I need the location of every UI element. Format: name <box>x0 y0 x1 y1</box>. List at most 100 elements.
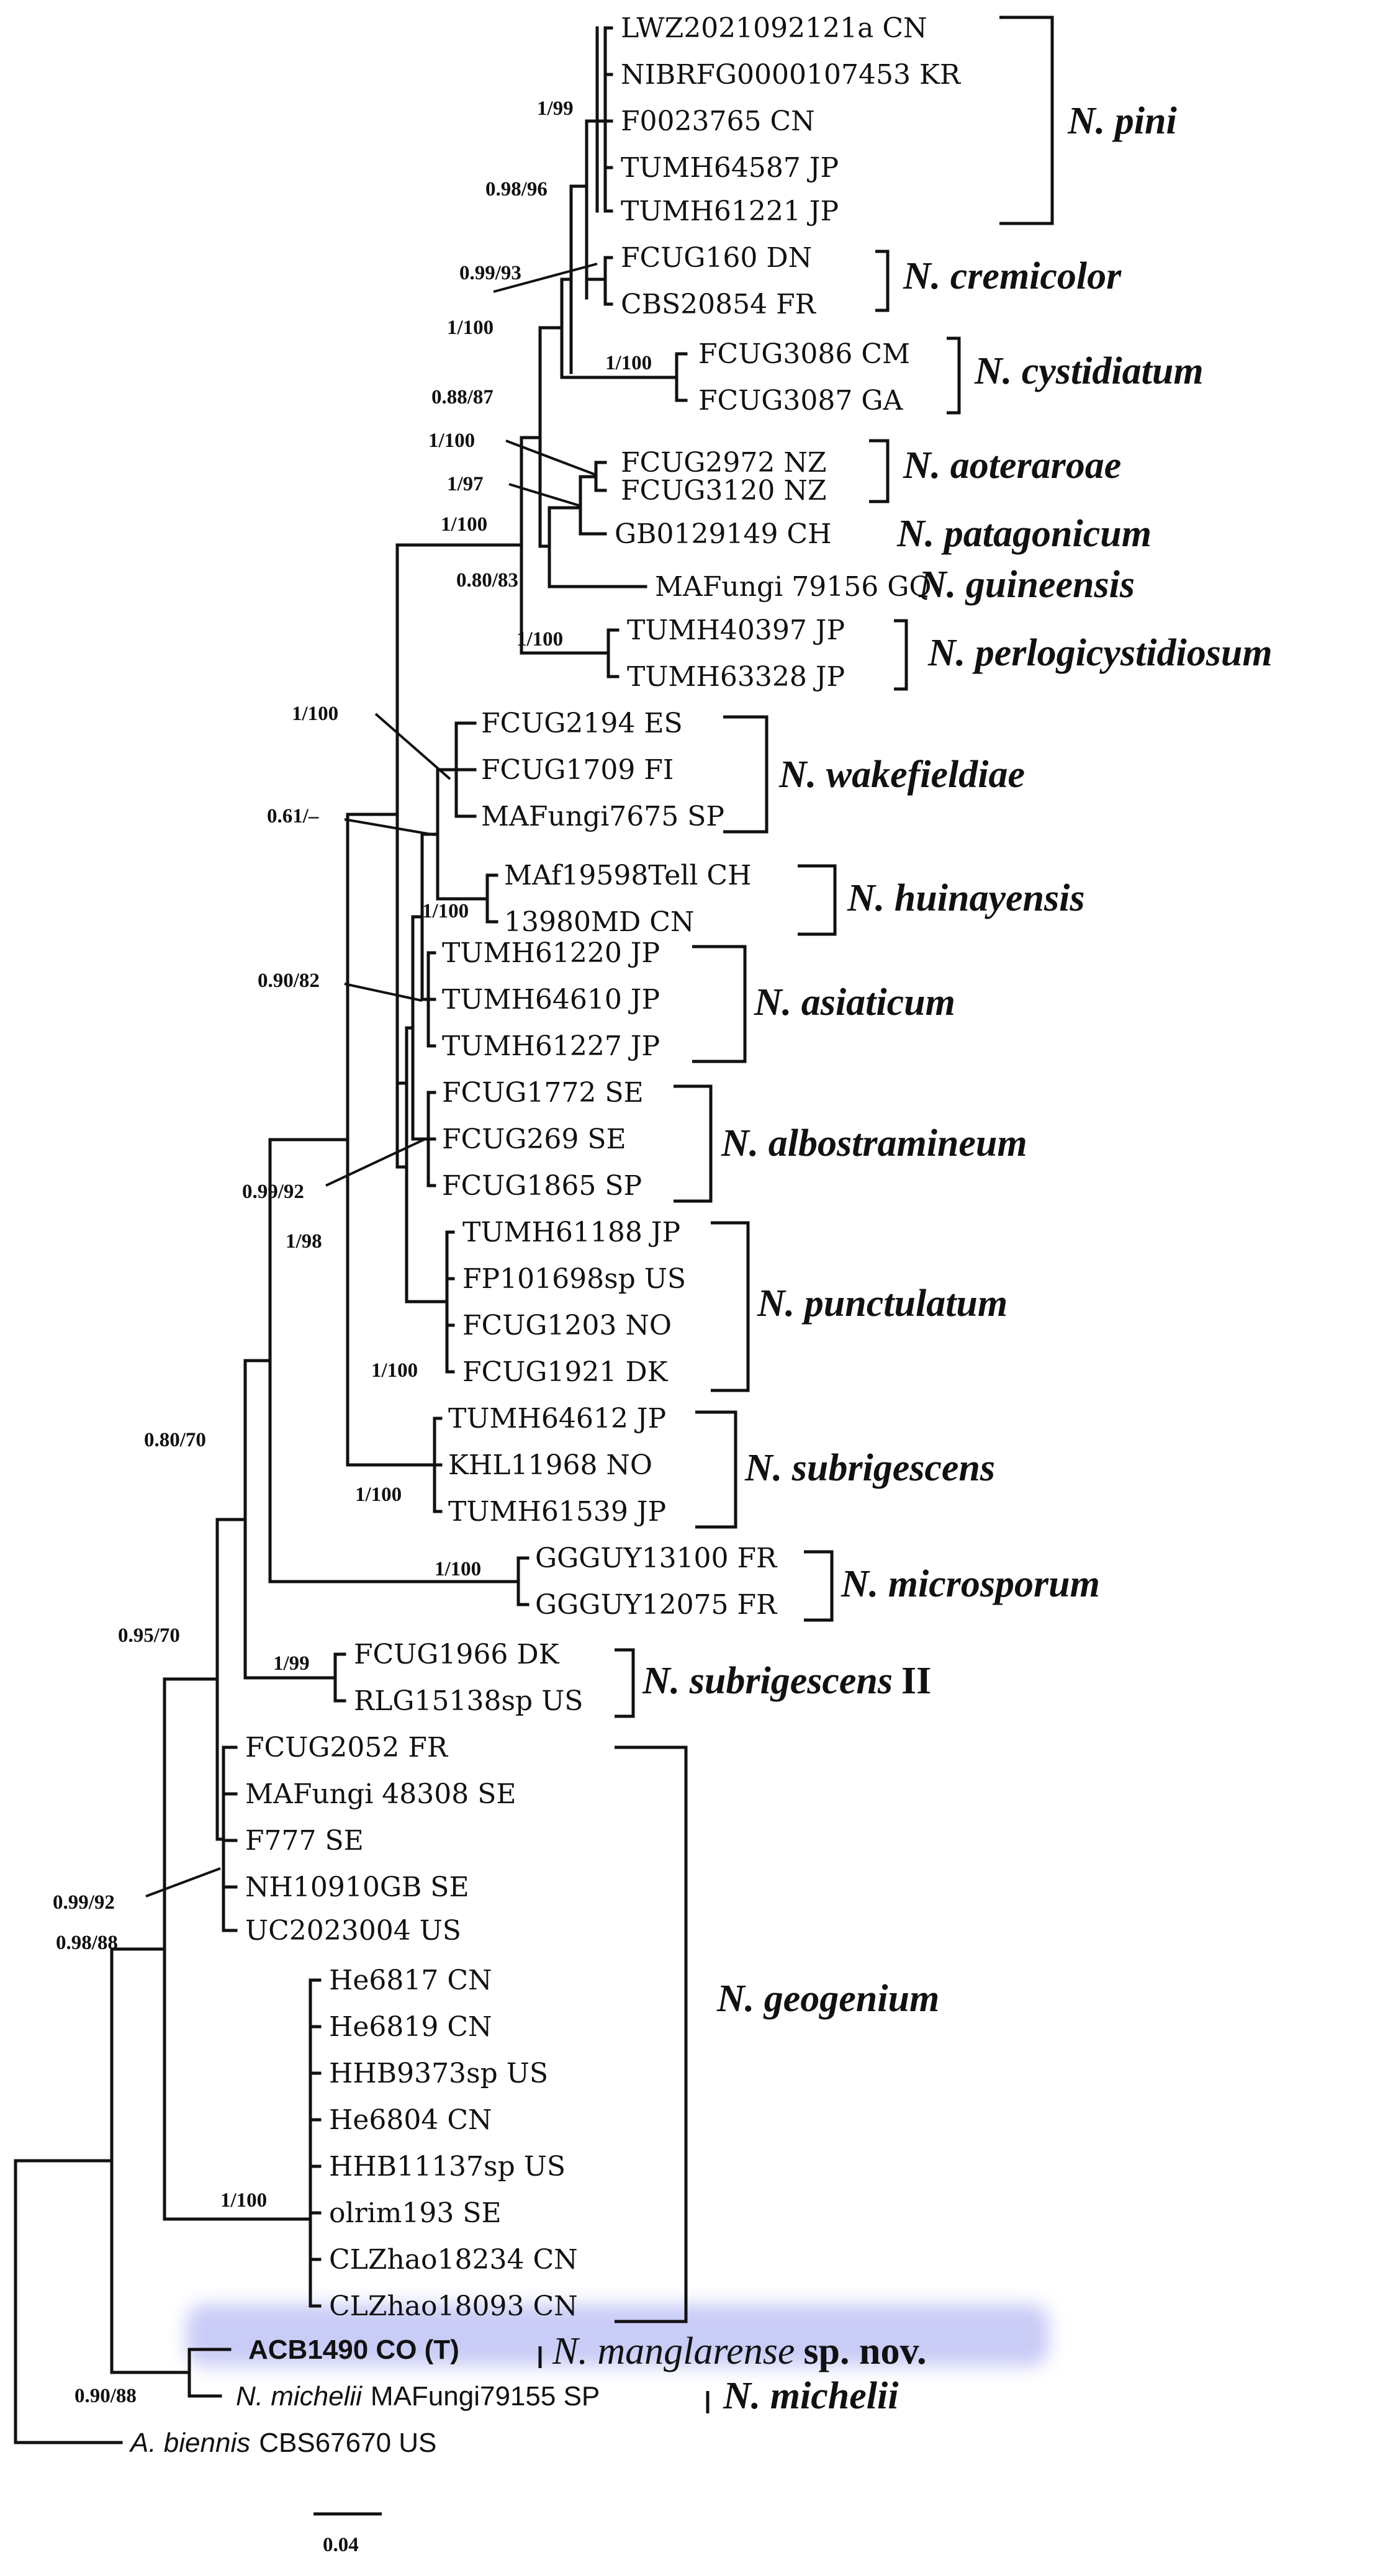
tip-label: TUMH61221 JP <box>621 196 839 227</box>
bracket-punctulatum <box>711 1221 750 1392</box>
tip-label: CLZhao18234 CN <box>329 2244 578 2276</box>
tip-label: MAFungi7675 SP <box>481 801 724 832</box>
tip-label: FCUG3087 GA <box>698 385 904 417</box>
support-value: 1/100 <box>428 430 475 452</box>
support-value: 1/98 <box>286 1230 322 1253</box>
species-label-aoteraroae: N. aoteraroae <box>903 444 1121 487</box>
support-value: 0.90/88 <box>74 2385 137 2407</box>
tip-label: FCUG1921 DK <box>462 1356 669 1388</box>
support-value: 0.90/82 <box>258 970 320 992</box>
tip-label: FCUG1709 FI <box>481 754 674 786</box>
support-value: 0.80/83 <box>456 569 518 592</box>
bracket-cremicolor <box>875 250 890 312</box>
species-label-michelii: N. michelii <box>723 2375 898 2417</box>
new-species-highlight <box>186 2304 1049 2366</box>
species-suffix: II <box>901 1660 931 1702</box>
scale-bar-label: 0.04 <box>323 2534 359 2556</box>
support-value: 0.99/93 <box>459 262 521 284</box>
tip-label: He6804 CN <box>329 2104 492 2136</box>
tip-label: FCUG1203 NO <box>462 1310 672 1341</box>
leader-line <box>493 263 598 293</box>
support-value: 1/100 <box>447 317 494 339</box>
bracket-geogenium <box>615 1745 688 2323</box>
bracket-subrigescens <box>695 1410 737 1529</box>
bracket-microsporum <box>804 1550 834 1622</box>
species-label-patagonicum: N. patagonicum <box>896 513 1152 555</box>
tip-label: NIBRFG0000107453 KR <box>621 59 962 91</box>
support-value: 1/100 <box>292 703 338 725</box>
tip-label: LWZ2021092121a CN <box>621 12 927 44</box>
bracket-asiaticum <box>692 945 747 1063</box>
tip-label: TUMH64587 JP <box>621 152 839 184</box>
tip-label: FCUG2972 NZ <box>621 447 826 479</box>
tip-label: FCUG3120 NZ <box>621 475 826 507</box>
species-label-geogenium: N. geogenium <box>716 1978 939 2020</box>
support-value: 1/100 <box>371 1359 418 1382</box>
support-value: 0.88/87 <box>431 386 494 408</box>
tip-genus: N. michelii <box>236 2381 363 2412</box>
tip-label: CBS20854 FR <box>621 289 817 320</box>
tip-label: FCUG269 SE <box>442 1124 626 1155</box>
tip-label: TUMH61188 JP <box>462 1217 680 1248</box>
species-suffix: sp. nov. <box>803 2330 926 2372</box>
tip-labels: LWZ2021092121a CN NIBRFG0000107453 KR F0… <box>128 12 962 2458</box>
clade-brackets <box>538 16 1054 2413</box>
support-value: 0.99/92 <box>53 1891 115 1914</box>
tip-label: GB0129149 CH <box>615 518 831 550</box>
support-value: 1/100 <box>422 900 469 922</box>
species-name: N. subrigescens <box>642 1660 893 1702</box>
support-value: 0.80/70 <box>144 1429 206 1451</box>
scale-bar: 0.04 <box>313 2512 382 2556</box>
species-name: N. manglarense <box>552 2330 795 2372</box>
support-value: 1/100 <box>355 1484 402 1506</box>
support-value: 0.98/88 <box>56 1932 118 1954</box>
bracket-subrigescens-ii <box>615 1648 635 1718</box>
tip-label: He6819 CN <box>329 2011 492 2043</box>
species-label-punctulatum: N. punctulatum <box>757 1282 1008 1325</box>
bracket-cystidiatum <box>947 336 961 415</box>
tip-label: FCUG1966 DK <box>354 1639 560 1670</box>
tip-label: NH10910GB SE <box>245 1871 469 1903</box>
support-value: 0.61/– <box>267 805 319 827</box>
leader-line <box>145 1867 221 1898</box>
leader-line <box>344 818 435 836</box>
tip-label: 13980MD CN <box>504 906 694 938</box>
tip-label: FCUG2052 FR <box>245 1732 449 1763</box>
species-label-pini: N. pini <box>1067 100 1177 142</box>
support-value: 1/100 <box>441 513 487 536</box>
support-value: 1/97 <box>447 473 484 495</box>
tip-label: MAf19598Tell CH <box>504 860 751 891</box>
leader-line <box>505 439 597 476</box>
bracket-albostramineum <box>674 1084 713 1203</box>
support-values: 1/99 0.98/96 0.99/93 1/100 1/100 0.88/87… <box>53 97 652 2407</box>
leader-line <box>508 483 581 507</box>
tip-label: TUMH61539 JP <box>448 1496 666 1528</box>
tip-genus: A. biennis <box>128 2428 250 2458</box>
tip-label: FCUG160 DN <box>621 242 812 274</box>
support-value: 0.98/96 <box>485 178 548 200</box>
species-label-asiaticum: N. asiaticum <box>754 981 955 1024</box>
tip-label: MAFungi 79156 GQ <box>655 571 931 603</box>
species-label-microsporum: N. microsporum <box>841 1563 1100 1605</box>
tip-label: FP101698sp US <box>462 1263 686 1295</box>
species-label-subrigescens: N. subrigescens <box>744 1447 995 1489</box>
support-value: 1/100 <box>516 628 563 651</box>
leader-line <box>374 713 451 780</box>
tip-label: TUMH64610 JP <box>442 984 660 1016</box>
tip-label: TUMH61220 JP <box>442 937 660 969</box>
species-label-cremicolor: N. cremicolor <box>903 255 1122 297</box>
tip-label: TUMH40397 JP <box>627 615 845 646</box>
clade-names: N. pini N. cremicolor N. cystidiatum N. … <box>552 100 1273 2417</box>
tip-label: He6817 CN <box>329 1965 492 1996</box>
support-value: 1/100 <box>220 2189 267 2212</box>
tip-label: CLZhao18093 CN <box>329 2290 578 2322</box>
bracket-aoteraroae <box>869 439 890 503</box>
tip-label: GGGUY13100 FR <box>535 1542 778 1574</box>
species-label-cystidiatum: N. cystidiatum <box>974 350 1204 392</box>
support-value: 1/99 <box>273 1652 310 1675</box>
support-value: 1/99 <box>537 97 574 120</box>
